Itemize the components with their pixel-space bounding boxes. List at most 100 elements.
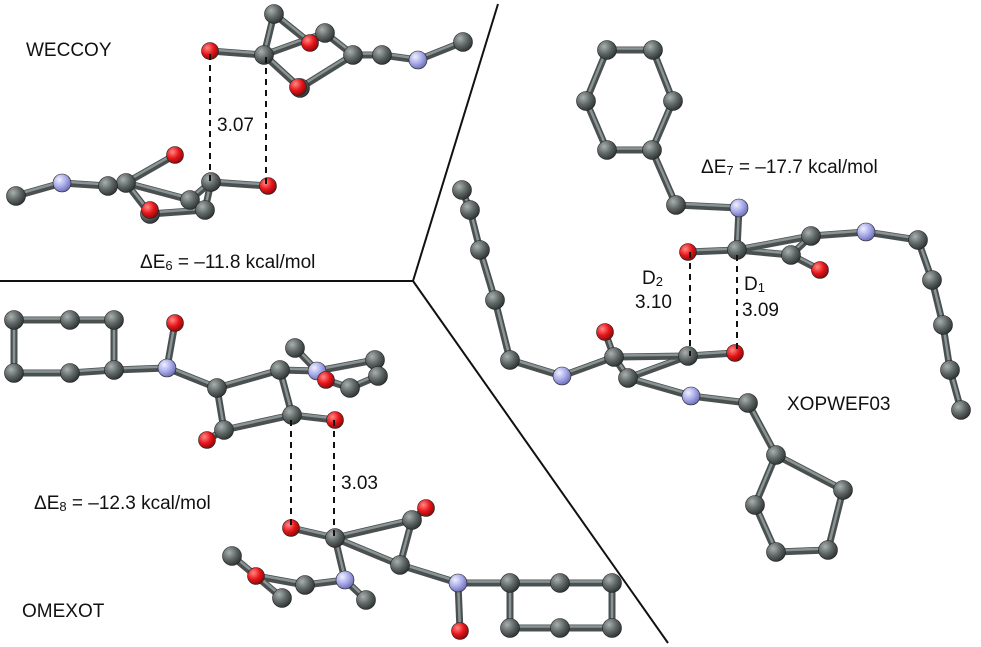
omexot-carbon-atom <box>272 588 292 608</box>
xopwef03-d2-value: 3.10 <box>635 292 672 313</box>
xopwef03-d1-value: 3.09 <box>742 300 779 321</box>
omexot-carbon-atom <box>356 590 376 610</box>
xopwef03-oxygen-atom <box>596 323 614 341</box>
xopwef03-carbon-atom <box>833 480 853 500</box>
omexot-carbon-atom <box>500 618 520 638</box>
omexot-oxygen-atom <box>166 314 184 332</box>
omexot-carbon-atom <box>365 350 385 370</box>
xopwef03-carbon-atom <box>618 368 638 388</box>
xopwef03-carbon-atom <box>452 180 472 200</box>
weccoy-nitrogen-atom <box>52 173 72 193</box>
xopwef03-carbon-atom <box>460 200 480 220</box>
omexot-carbon-atom <box>104 360 124 380</box>
xopwef03-nitrogen-atom <box>552 366 572 386</box>
xopwef03-bond-highlight <box>689 393 750 403</box>
panel-dividers <box>0 3 669 644</box>
omexot-carbon-atom <box>368 366 388 386</box>
omexot-carbon-atom <box>402 510 422 530</box>
omexot-carbon-atom <box>550 618 570 638</box>
xopwef03-bond-highlight <box>626 375 693 396</box>
xopwef03-bond <box>610 352 692 361</box>
weccoy-carbon-atom <box>195 200 215 220</box>
xopwef03-bond-highlight <box>612 353 690 357</box>
xopwef03-carbon-atom <box>818 540 838 560</box>
xopwef03-carbon-atom <box>666 195 686 215</box>
omexot-carbon-atom <box>214 420 234 440</box>
xopwef03-carbon-atom <box>933 315 953 335</box>
xopwef03-carbon-atom <box>642 140 662 160</box>
xopwef03-bond <box>672 201 743 212</box>
xopwef03-carbon-atom <box>604 347 624 367</box>
omexot-nitrogen-atom <box>157 358 177 378</box>
omexot-bond-highlight <box>333 517 414 538</box>
omexot-oxygen-atom <box>417 499 435 517</box>
xopwef03-bond <box>624 374 695 400</box>
omexot-bond-highlight <box>333 535 402 565</box>
xopwef03-d1-label: D1 <box>744 274 765 295</box>
weccoy-bond-highlight <box>124 180 192 200</box>
xopwef03-carbon-atom <box>678 346 698 366</box>
xopwef03-bond-highlight <box>674 202 741 208</box>
weccoy-molecule-pair <box>6 4 473 224</box>
omexot-nitrogen-atom <box>335 570 355 590</box>
omexot-carbon-atom <box>104 310 124 330</box>
xopwef03-nitrogen-atom <box>856 222 876 242</box>
omexot-bond <box>220 411 296 434</box>
weccoy-carbon-atom <box>372 45 392 65</box>
xopwef03-carbon-atom <box>781 245 801 265</box>
xopwef03-bond <box>733 232 815 254</box>
xopwef03-oxygen-atom <box>679 243 697 261</box>
weccoy-carbon-atom <box>315 23 335 43</box>
weccoy-bond <box>296 51 357 92</box>
omexot-oxygen-atom <box>247 567 265 585</box>
weccoy-carbon-atom <box>98 176 118 196</box>
omexot-contacts <box>290 420 335 538</box>
omexot-atoms <box>4 310 622 640</box>
weccoy-oxygen-atom <box>259 177 277 195</box>
xopwef03-carbon-atom <box>597 40 617 60</box>
weccoy-bond-highlight <box>262 30 327 55</box>
omexot-carbon-atom <box>550 573 570 593</box>
weccoy-carbon-atom <box>453 32 473 52</box>
omexot-distance-label: 3.03 <box>341 473 378 494</box>
omexot-bond <box>331 534 404 569</box>
xopwef03-oxygen-atom <box>811 261 829 279</box>
omexot-bond <box>213 366 284 392</box>
divider-upper-diagonal <box>412 3 499 282</box>
xopwef03-carbon-atom <box>738 393 758 413</box>
xopwef03-carbon-atom <box>745 495 765 515</box>
omexot-bond <box>331 516 416 542</box>
xopwef03-carbon-atom <box>922 270 942 290</box>
omexot-code-label: OMEXOT <box>22 601 105 622</box>
weccoy-atoms <box>6 4 473 224</box>
omexot-carbon-atom <box>222 546 242 566</box>
xopwef03-carbon-atom <box>643 40 663 60</box>
xopwef03-d2-label: D2 <box>642 268 663 289</box>
omexot-oxygen-atom <box>317 371 335 389</box>
weccoy-carbon-atom <box>180 190 200 210</box>
weccoy-carbon-atom <box>201 172 221 192</box>
xopwef03-carbon-atom <box>576 91 596 111</box>
xopwef03-code-label: XOPWEF03 <box>787 394 890 415</box>
xopwef03-bond-highlight <box>735 233 813 250</box>
weccoy-oxygen-atom <box>141 201 159 219</box>
omexot-carbon-atom <box>602 618 622 638</box>
weccoy-energy-label: ΔE6 = –11.8 kcal/mol <box>140 252 315 273</box>
xopwef03-contacts <box>689 252 738 356</box>
xopwef03-bonds <box>458 46 965 556</box>
weccoy-code-label: WECCOY <box>26 40 112 61</box>
omexot-carbon-atom <box>325 528 345 548</box>
omexot-carbon-atom <box>60 363 80 383</box>
omexot-carbon-atom <box>4 363 24 383</box>
omexot-carbon-atom <box>207 378 227 398</box>
omexot-carbon-atom <box>340 378 360 398</box>
xopwef03-carbon-atom <box>951 400 971 420</box>
xopwef03-carbon-atom <box>500 350 520 370</box>
xopwef03-carbon-atom <box>470 240 490 260</box>
xopwef03-nitrogen-atom <box>681 386 701 406</box>
omexot-oxygen-atom <box>198 431 216 449</box>
omexot-carbon-atom <box>602 573 622 593</box>
xopwef03-bond-highlight <box>774 452 845 490</box>
xopwef03-carbon-atom <box>663 91 683 111</box>
